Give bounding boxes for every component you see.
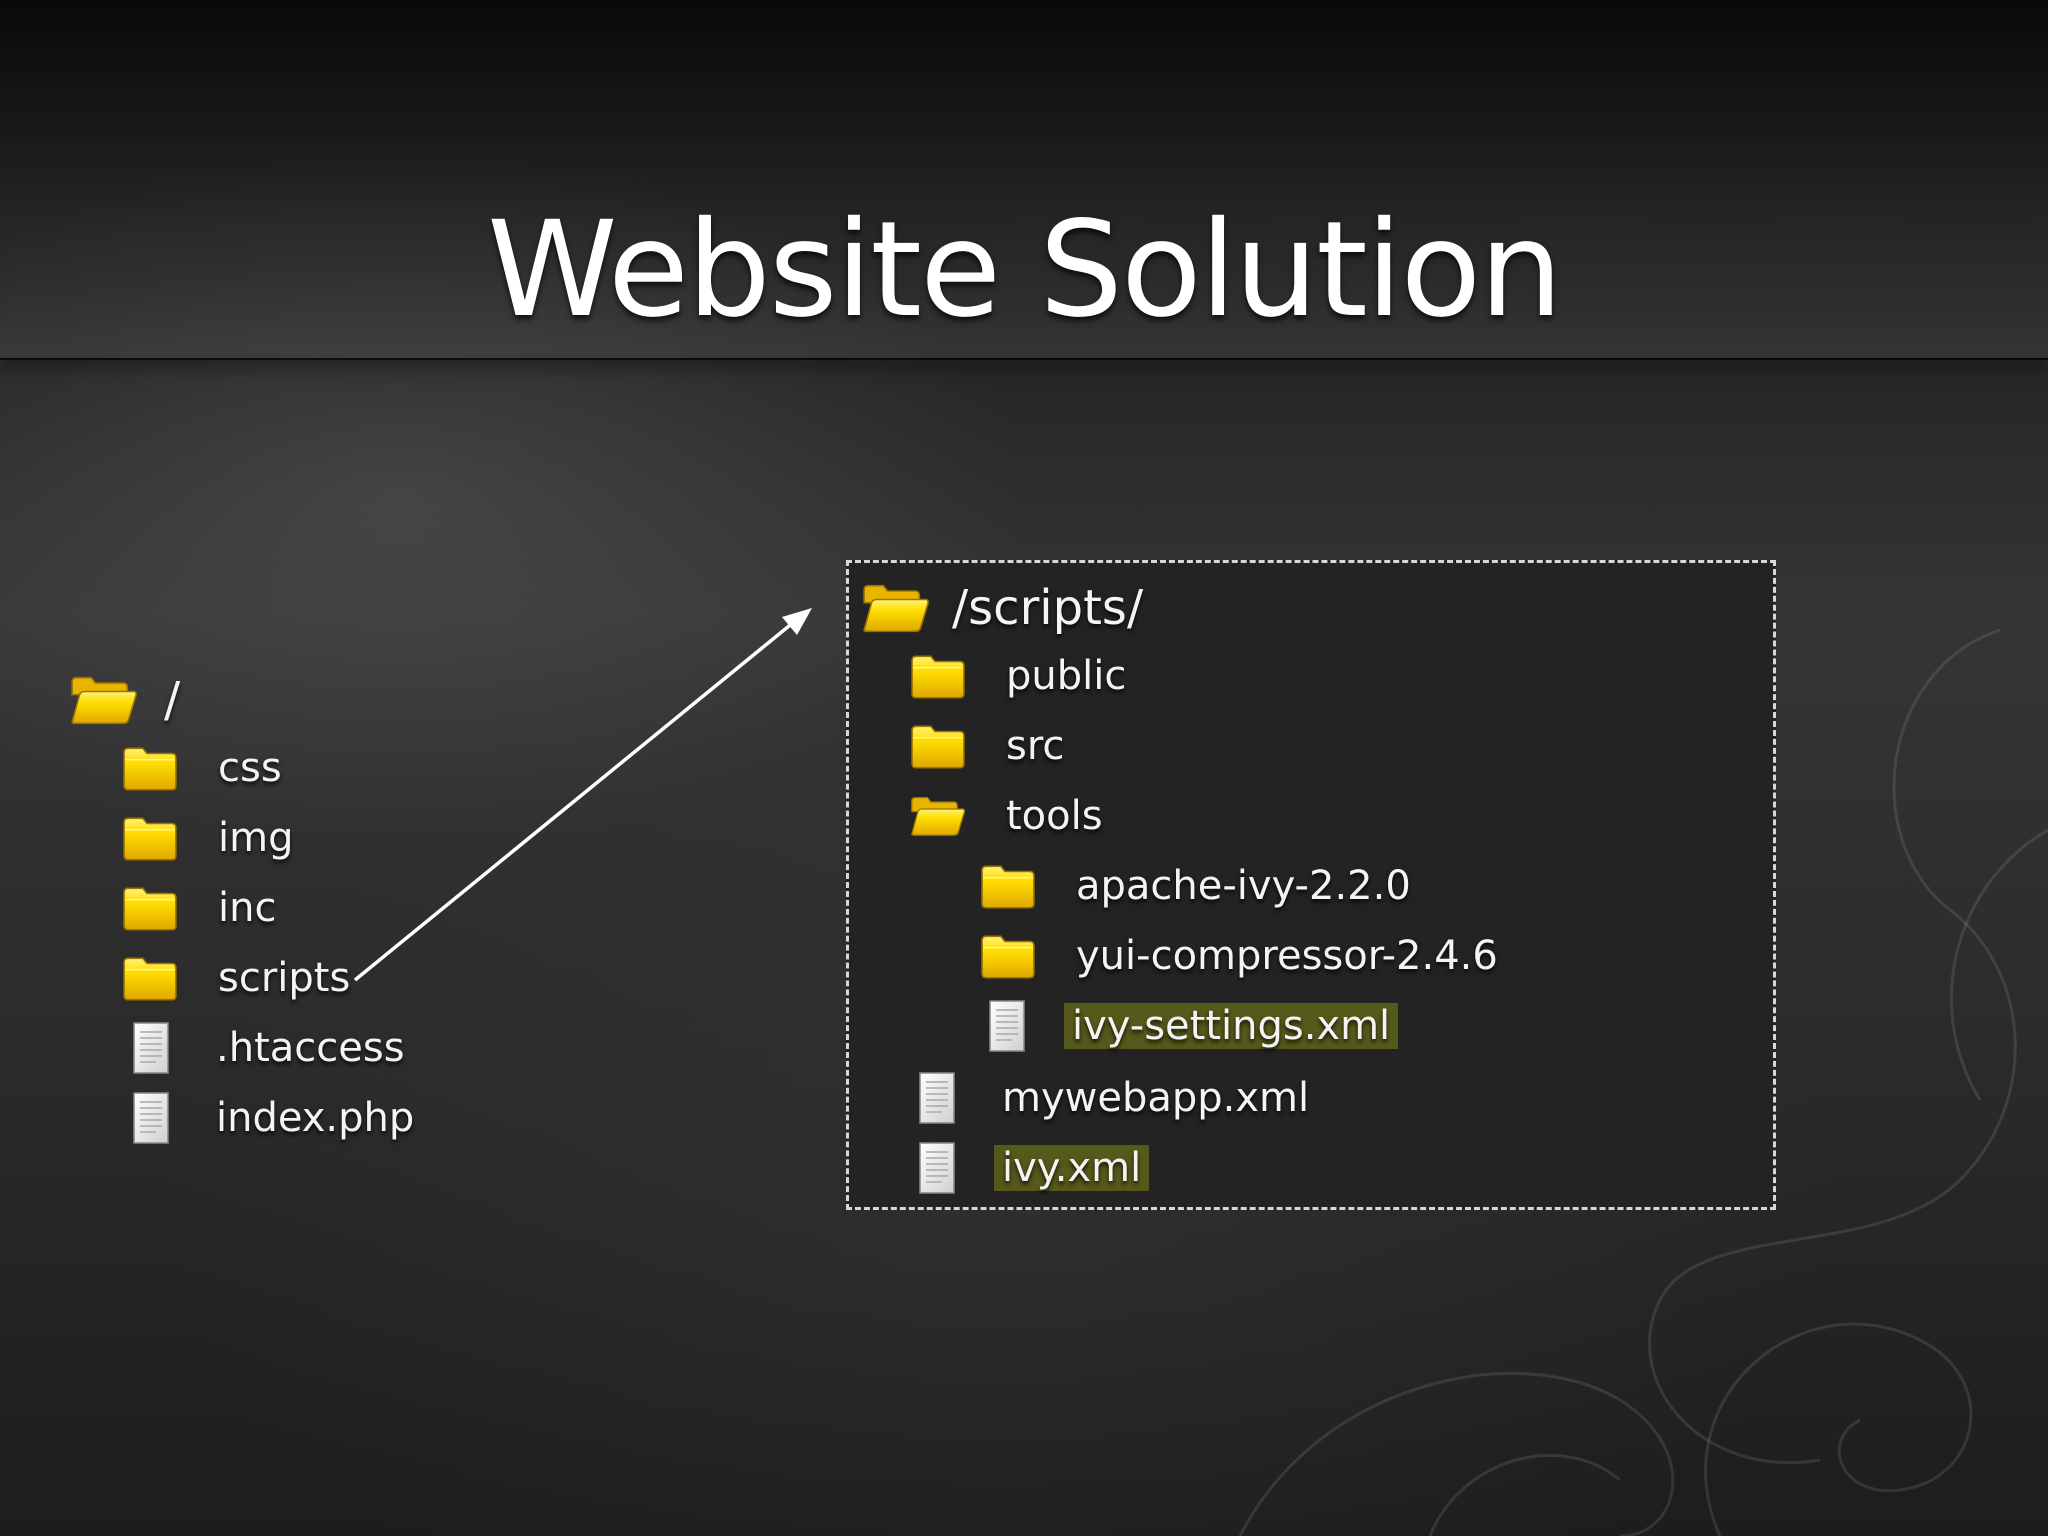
tree-node-label: src [1006, 723, 1065, 769]
file-icon [130, 1021, 172, 1075]
tree-node-img[interactable]: img [122, 808, 293, 868]
tree-node-label: mywebapp.xml [1002, 1075, 1310, 1121]
slide-title: Website Solution [487, 193, 1563, 348]
folder-icon [980, 862, 1036, 910]
tree-node-label: inc [218, 885, 277, 931]
folder-open-icon [862, 581, 930, 635]
tree-node-label: img [218, 815, 294, 861]
folder-open-icon [910, 792, 966, 840]
tree-node-yui-compressor[interactable]: yui-compressor-2.4.6 [980, 926, 1498, 986]
tree-node-label: tools [1006, 793, 1103, 839]
header-band [0, 0, 2048, 360]
tree-node-ivy-settings-xml[interactable]: ivy-settings.xml [986, 996, 1399, 1056]
tree-node-tools[interactable]: tools [910, 786, 1103, 846]
folder-open-icon [70, 673, 138, 727]
tree-node-label: .htaccess [216, 1025, 405, 1071]
folder-icon [122, 744, 178, 792]
tree-node-label-highlighted: ivy.xml [994, 1145, 1150, 1191]
tree-node-label: apache-ivy-2.2.0 [1076, 863, 1411, 909]
folder-icon [910, 652, 966, 700]
folder-icon [122, 884, 178, 932]
file-icon [916, 1071, 958, 1125]
tree-node-label: css [218, 745, 282, 791]
file-icon [130, 1091, 172, 1145]
tree-node-htaccess[interactable]: .htaccess [130, 1018, 405, 1078]
tree-node-src[interactable]: src [910, 716, 1064, 776]
decorative-swirl [1238, 628, 2048, 1536]
tree-node-label: scripts [218, 955, 351, 1001]
file-icon [986, 999, 1028, 1053]
tree-node-label-highlighted: ivy-settings.xml [1064, 1003, 1399, 1049]
tree-node-scripts-root[interactable]: /scripts/ [862, 578, 1143, 638]
tree-node-label: / [164, 672, 181, 728]
folder-icon [910, 722, 966, 770]
tree-node-label: index.php [216, 1095, 415, 1141]
tree-node-label: yui-compressor-2.4.6 [1076, 933, 1498, 979]
tree-node-index-php[interactable]: index.php [130, 1088, 414, 1148]
tree-node-ivy-xml[interactable]: ivy.xml [916, 1138, 1150, 1198]
tree-node-css[interactable]: css [122, 738, 282, 798]
tree-node-label: /scripts/ [952, 580, 1144, 636]
folder-icon [980, 932, 1036, 980]
file-icon [916, 1141, 958, 1195]
tree-node-label: public [1006, 653, 1127, 699]
folder-icon [122, 954, 178, 1002]
folder-icon [122, 814, 178, 862]
tree-node-public[interactable]: public [910, 646, 1126, 706]
tree-node-apache-ivy[interactable]: apache-ivy-2.2.0 [980, 856, 1411, 916]
tree-node-root[interactable]: / [70, 670, 180, 730]
tree-node-scripts[interactable]: scripts [122, 948, 350, 1008]
tree-node-mywebapp-xml[interactable]: mywebapp.xml [916, 1068, 1309, 1128]
tree-node-inc[interactable]: inc [122, 878, 276, 938]
